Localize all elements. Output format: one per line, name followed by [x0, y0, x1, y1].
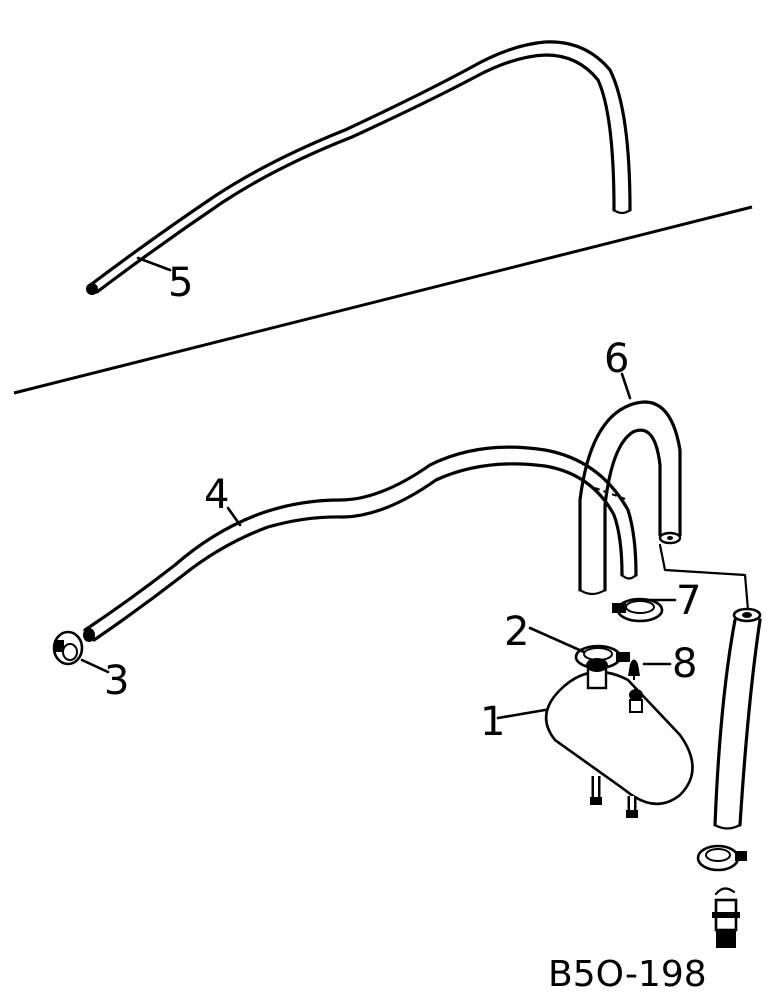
fitting-bottom — [712, 887, 740, 948]
hose-right-vertical — [713, 607, 762, 830]
callout-6: 6 — [604, 336, 629, 382]
fitting-8 — [628, 659, 640, 680]
section-divider-line — [13, 205, 753, 395]
callout-8: 8 — [672, 641, 697, 687]
leader-4 — [226, 506, 242, 527]
callout-5: 5 — [168, 260, 193, 306]
callout-2: 2 — [504, 609, 529, 655]
callout-3: 3 — [104, 658, 129, 704]
clamp-3 — [52, 630, 84, 666]
figure-number: B5O-198 — [548, 954, 707, 995]
callout-4: 4 — [204, 472, 229, 518]
clamp-7 — [612, 597, 664, 623]
clamp-bottom — [696, 844, 747, 872]
leader-3 — [80, 658, 110, 674]
connector-line — [658, 543, 750, 612]
tank-1 — [544, 658, 694, 818]
leader-2 — [528, 626, 586, 654]
hose-5 — [86, 40, 632, 295]
hose-4 — [83, 445, 638, 642]
callout-1: 1 — [480, 699, 505, 745]
leader-1 — [496, 708, 547, 720]
leader-5 — [136, 256, 172, 272]
callout-7: 7 — [676, 578, 701, 624]
leader-6 — [620, 372, 632, 400]
hose-6 — [578, 400, 682, 596]
